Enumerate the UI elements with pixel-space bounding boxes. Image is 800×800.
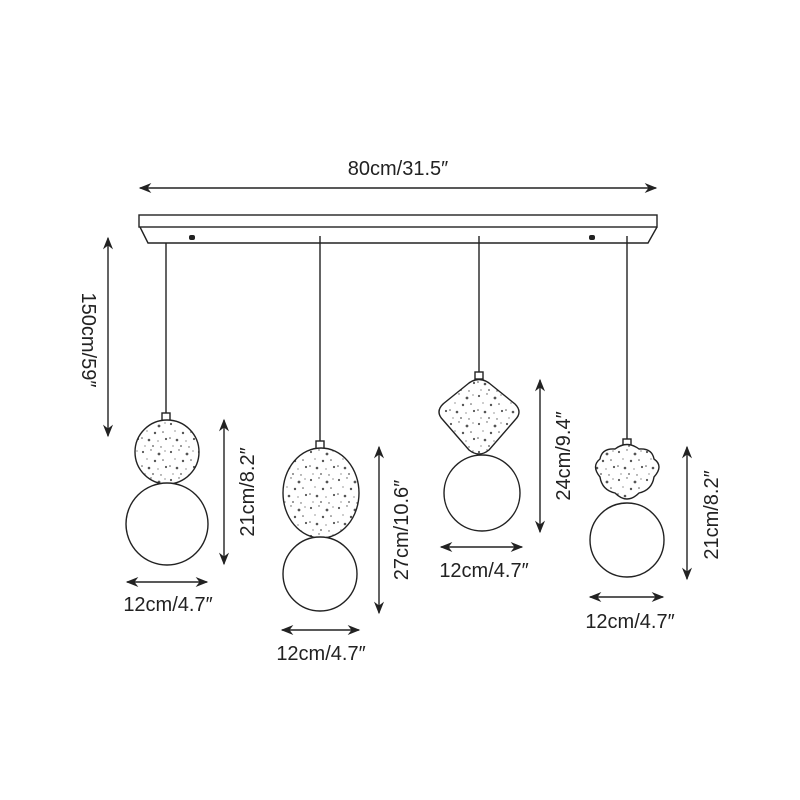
canopy-width-label: 80cm/31.5″ bbox=[348, 158, 448, 180]
canopy bbox=[138, 214, 658, 244]
pendant-4-width-label: 12cm/4.7″ bbox=[585, 611, 674, 633]
pendant-4-height-label: 21cm/8.2″ bbox=[701, 470, 723, 559]
pendant-2-height-label: 27cm/10.6″ bbox=[391, 480, 413, 580]
pendant-1: 21cm/8.2″ 12cm/4.7″ bbox=[123, 243, 259, 616]
pendant-2: 27cm/10.6″ 12cm/4.7″ bbox=[276, 236, 413, 665]
pendant-4: 21cm/8.2″ 12cm/4.7″ bbox=[585, 236, 723, 633]
screw-icon bbox=[189, 235, 195, 240]
pendant-1-width-label: 12cm/4.7″ bbox=[123, 594, 212, 616]
drop-height-dimension: 150cm/59″ bbox=[77, 236, 114, 438]
canopy-width-dimension: 80cm/31.5″ bbox=[138, 158, 658, 194]
pendant-2-width-label: 12cm/4.7″ bbox=[276, 643, 365, 665]
pendant-3-width-label: 12cm/4.7″ bbox=[439, 560, 528, 582]
screw-icon bbox=[589, 235, 595, 240]
pendant-1-height-label: 21cm/8.2″ bbox=[237, 447, 259, 536]
pendant-3-height-label: 24cm/9.4″ bbox=[553, 411, 575, 500]
pendant-3: 24cm/9.4″ 12cm/4.7″ bbox=[438, 236, 575, 582]
drop-height-label: 150cm/59″ bbox=[77, 293, 99, 388]
